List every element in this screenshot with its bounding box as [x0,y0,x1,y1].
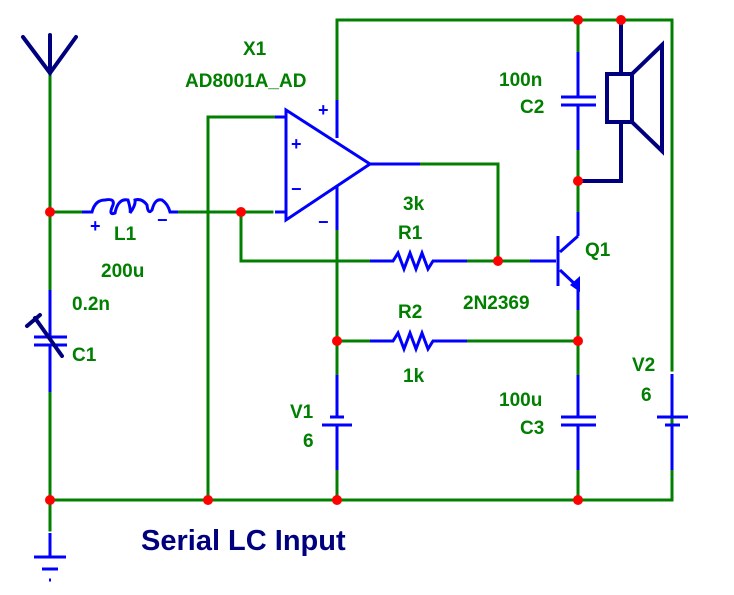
opamp-ref-label: X1 [243,39,267,60]
wire-top-bus [335,18,674,372]
junction-dot [45,495,55,505]
junction-dot [573,15,583,25]
battery-v1 [322,375,352,470]
l1-ref-label: L1 [114,224,137,245]
capacitor-c2 [561,52,596,150]
c1-ref-label: C1 [72,345,97,366]
junction-dot [573,176,583,186]
r2-ref-label: R2 [398,302,422,323]
junction-dot [236,207,246,217]
transistor-q1 [530,212,580,310]
c2-ref-label: C2 [520,97,544,118]
opamp-vminus-pin: − [318,212,329,232]
opamp-noninverting-pin: + [291,134,302,154]
c2-value-label: 100n [499,70,542,91]
ground-icon [34,533,66,582]
junction-dot [45,207,55,217]
l1-plus-pin: + [90,216,101,236]
junction-dot [573,495,583,505]
r2-value-label: 1k [403,366,425,387]
c3-ref-label: C3 [520,418,544,439]
wire-feedback [239,210,372,263]
resistor-r2 [370,328,467,354]
antenna-icon [21,33,78,77]
junction-dot [616,15,626,25]
opamp-inverting-pin: − [291,179,302,199]
junction-dot [493,256,503,266]
battery-v2 [657,374,688,470]
l1-value-label: 200u [101,261,144,282]
r1-ref-label: R1 [398,223,423,244]
variable-capacitor-c1 [25,290,67,392]
v1-value-label: 6 [303,431,314,452]
opamp-model-label: AD8001A_AD [185,71,306,92]
inductor-l1 [82,198,178,216]
l1-minus-pin: − [157,210,168,230]
junctions [45,15,626,505]
opamp-x1 [275,100,420,230]
r1-value-label: 3k [403,194,425,215]
v1-ref-label: V1 [290,402,314,423]
opamp-vplus-pin: + [318,100,329,120]
schematic-title: Serial LC Input [141,525,346,557]
v2-value-label: 6 [641,385,652,406]
junction-dot [332,336,342,346]
resistor-r1 [370,248,467,274]
wire-opamp-plus [206,115,277,502]
speaker-icon [576,18,664,183]
junction-dot [332,495,342,505]
junction-dot [573,336,583,346]
q1-model-label: 2N2369 [463,293,530,314]
junction-dot [203,495,213,505]
c1-value-label: 0.2n [72,294,110,315]
wire-opamp-out [418,162,500,263]
v2-ref-label: V2 [632,355,655,376]
capacitor-c3 [561,375,596,470]
c3-value-label: 100u [499,390,542,411]
q1-ref-label: Q1 [585,240,611,261]
